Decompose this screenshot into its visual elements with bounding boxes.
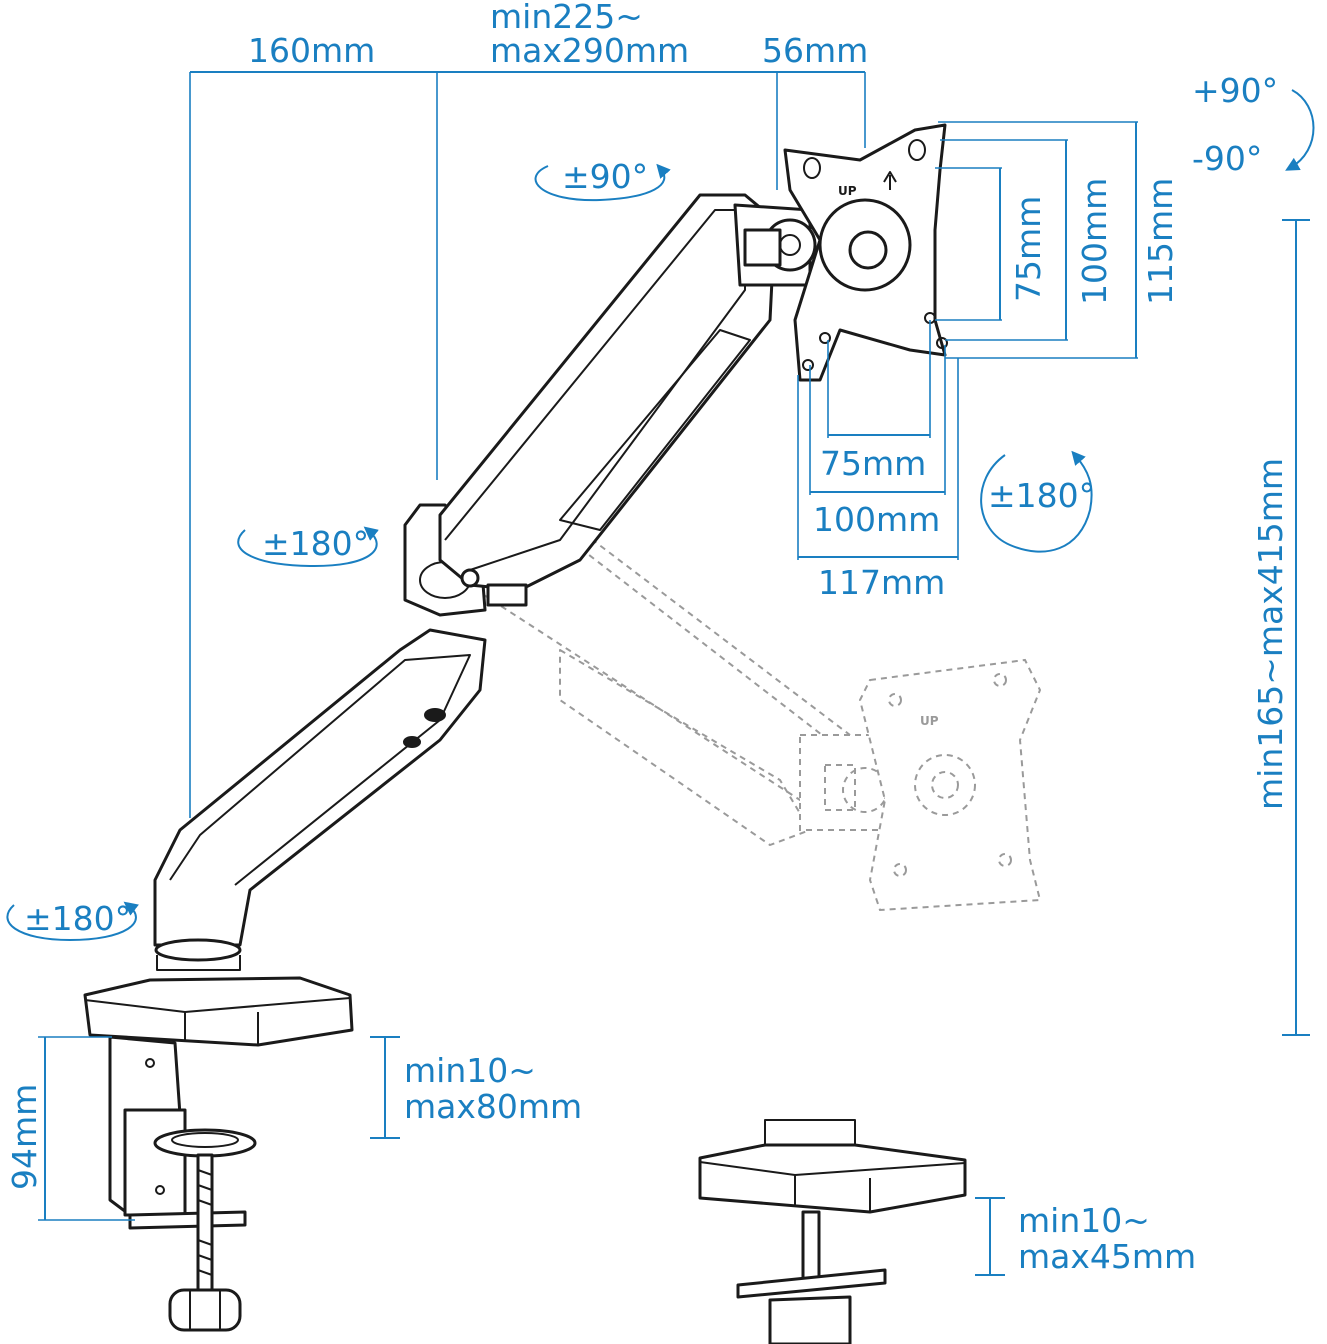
- rotation-indicators: [6, 89, 1315, 942]
- grommet-desk-min-label: min10~: [1018, 1201, 1150, 1240]
- dimension-lines: [38, 71, 1310, 1276]
- offset-label: 56mm: [762, 31, 868, 70]
- clamp-height-label: 94mm: [5, 1084, 44, 1190]
- vesa-large-h-label: 100mm: [1075, 178, 1114, 305]
- vesa-large-w-label: 100mm: [813, 500, 940, 539]
- swivel-base-label: ±180°: [24, 899, 131, 938]
- swivel-elbow-label: ±180°: [262, 524, 369, 563]
- grommet-mount: [698, 1119, 967, 1344]
- clamp-desk-min-label: min10~: [404, 1051, 536, 1090]
- dimension-labels: 160mm min225~ max290mm 56mm 75mm 100mm 1…: [5, 0, 1290, 1276]
- lower-arm: [153, 503, 487, 971]
- tilt-up-label: +90°: [1192, 71, 1278, 110]
- vesa-small-h-label: 75mm: [1009, 196, 1048, 302]
- plate-width-label: 117mm: [818, 563, 945, 602]
- tilt-arrow-icon: [1285, 89, 1315, 171]
- plate-height-label: 115mm: [1141, 178, 1180, 305]
- arm-reach-max-label: max290mm: [490, 31, 689, 70]
- swivel-elbow-arrow-icon: [237, 526, 379, 568]
- arm-first-label: 160mm: [248, 31, 375, 70]
- grommet-desk-max-label: max45mm: [1018, 1237, 1196, 1276]
- clamp-desk-max-label: max80mm: [404, 1087, 582, 1126]
- vesa-plate: UP: [783, 123, 948, 382]
- swivel-head-label: ±90°: [562, 157, 648, 196]
- tilt-down-label: -90°: [1192, 139, 1262, 178]
- rotation-labels: +90° -90° ±90° ±180° ±180° ±180°: [24, 71, 1278, 938]
- rotate-plate-arrow-icon: [980, 450, 1093, 553]
- upper-arm: [438, 193, 817, 607]
- vesa-small-w-label: 75mm: [820, 444, 926, 483]
- arm-reach-min-label: min225~: [490, 0, 643, 36]
- rotate-plate-label: ±180°: [988, 476, 1095, 515]
- ghost-arm-position: UP: [429, 489, 1042, 912]
- swivel-head-arrow-icon: [534, 163, 671, 202]
- ghost-up-label: UP: [920, 714, 939, 728]
- desk-clamp: [83, 976, 354, 1332]
- swivel-base-arrow-icon: [6, 901, 139, 942]
- plate-up-label: UP: [838, 184, 857, 198]
- height-range-label: min165~max415mm: [1251, 458, 1290, 810]
